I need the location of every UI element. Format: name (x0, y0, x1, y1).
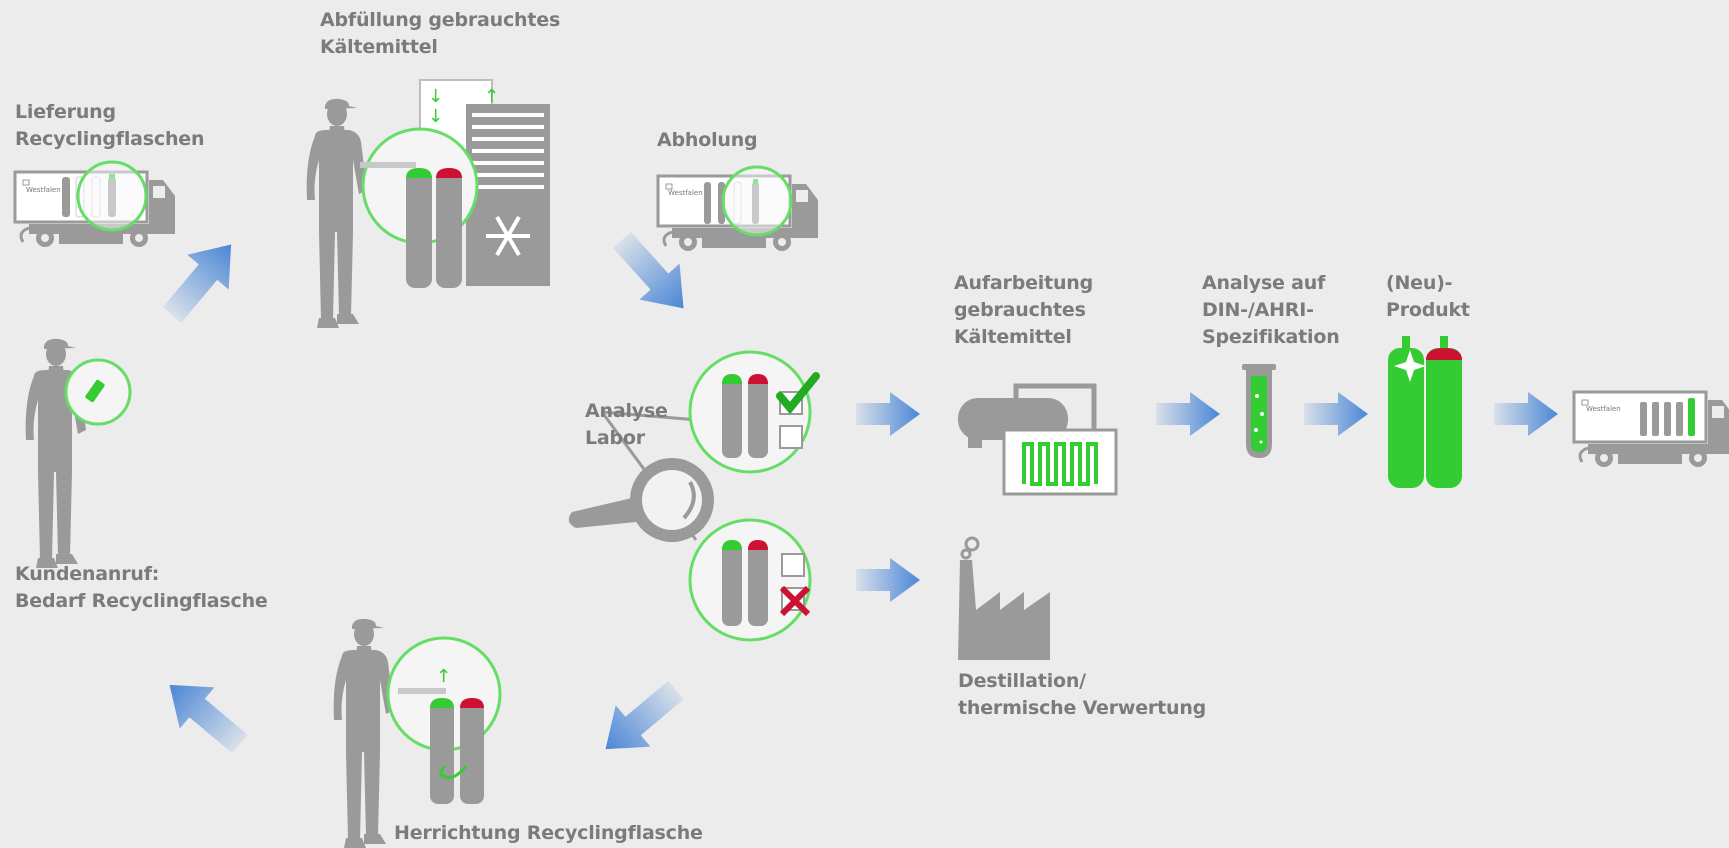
checkmark-icon (776, 372, 820, 415)
analysis-fail-icon (688, 518, 812, 642)
arrow-to-product (1304, 392, 1368, 436)
filling-station-icon: ↓ ↓ ↑ (306, 79, 550, 328)
lab-magnifier-icon (568, 410, 714, 542)
arrow-to-refurbishment (588, 669, 694, 770)
arrow-to-delivery (1494, 392, 1558, 436)
svg-text:↓: ↓ (428, 106, 443, 127)
label-herrichtung: Herrichtung Recyclingflasche (394, 822, 703, 844)
new-product-cylinders-icon (1388, 336, 1462, 488)
svg-text:↑: ↑ (436, 666, 451, 687)
reprocessing-machine-icon (958, 383, 1118, 496)
cross-icon (779, 585, 811, 617)
label-neu-produkt: (Neu)-Produkt (1386, 272, 1470, 321)
arrow-to-analysis (1156, 392, 1220, 436)
svg-text:Westfalen: Westfalen (26, 186, 61, 194)
arrow-to-customer (152, 664, 258, 765)
customer-person-icon (25, 338, 132, 568)
label-kundenanruf: Kundenanruf:Bedarf Recyclingflasche (15, 563, 268, 612)
svg-text:Westfalen: Westfalen (1586, 405, 1621, 413)
arrow-to-filling (151, 227, 252, 333)
label-abholung: Abholung (657, 129, 758, 151)
analysis-pass-icon (688, 350, 820, 474)
pickup-truck-icon: Westfalen (656, 165, 820, 253)
final-delivery-truck-icon: Westfalen (1572, 390, 1729, 469)
arrow-to-destillation (856, 558, 920, 602)
delivery-truck-icon: Westfalen (13, 160, 177, 249)
factory-icon (958, 536, 1050, 660)
label-destillation: Destillation/thermische Verwertung (958, 670, 1207, 719)
svg-text:Westfalen: Westfalen (668, 189, 703, 197)
test-tube-icon (1242, 364, 1276, 458)
arrow-to-reprocessing (856, 392, 920, 436)
refurbishment-icon: ↑ (333, 618, 502, 848)
svg-text:↑: ↑ (484, 86, 499, 107)
svg-text:↓: ↓ (428, 86, 443, 107)
